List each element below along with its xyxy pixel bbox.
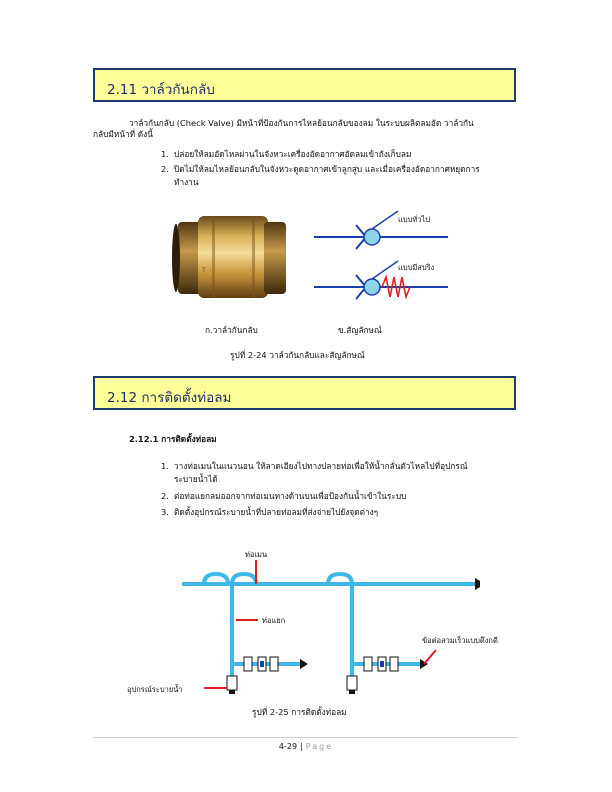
list-number: 1. [161, 149, 169, 159]
page-word: Page [305, 742, 334, 751]
section-title: 2.11 วาล์วกันกลับ [107, 82, 215, 98]
page-footer: 4-29|Page [0, 742, 612, 751]
figure-caption-2-24: รูปที่ 2-24 วาล์วกันกลับและสัญลักษณ์ [230, 350, 365, 360]
check-valve-photo: T [172, 216, 286, 298]
label-branch-pipe: ท่อแยก [262, 616, 286, 625]
footer-separator: | [300, 742, 303, 751]
label-drain: อุปกรณ์ระบายน้ำ [127, 685, 183, 694]
page-number: 4-29 [278, 742, 298, 751]
piping-diagram [182, 560, 480, 694]
section-title: 2.12 การติดตั้งท่อลม [107, 390, 232, 406]
pointer-lines [204, 560, 437, 689]
drain-right [346, 675, 358, 694]
list-item-text-continued: ทำงาน [174, 177, 199, 187]
footer-divider [93, 737, 518, 738]
symbol-general [314, 210, 448, 250]
pipe-installation-list: 1. วางท่อเมนในแนวนอน ให้ลาดเอียงไปทางปลา… [161, 460, 521, 530]
list-number: 2. [161, 164, 169, 174]
check-valve-symbols [314, 210, 448, 300]
intro-paragraph-line-1: วาล์วกันกลับ (Check Valve) มีหน้าที่ป้อง… [129, 118, 474, 128]
label-main-pipe: ท่อเมน [245, 550, 268, 559]
symbol-label-general: แบบทั่วไป [398, 215, 431, 224]
list-item-text-continued: ระบายน้ำได้ [174, 474, 218, 484]
list-number: 2. [161, 491, 169, 501]
list-item-text: ติดตั้งอุปกรณ์ระบายน้ำที่ปลายท่อลมที่ส่ง… [174, 507, 379, 517]
figure-caption-2-25: รูปที่ 2-25 การติดตั้งท่อลม [252, 707, 347, 717]
svg-text:T: T [201, 267, 206, 274]
subheading-2-12-1: 2.12.1 การติดตั้งท่อลม [129, 434, 217, 444]
caption-a: ก.วาล์วกันกลับ [205, 325, 258, 335]
list-item-text: ปล่อยให้ลมอัดไหลผ่านในจังหวะเครื่องอัดอา… [174, 149, 412, 159]
list-number: 3. [161, 507, 169, 517]
branch-pipe-left [202, 571, 308, 676]
symbol-label-spring: แบบมีสปริง [398, 263, 435, 272]
check-valve-duty-list: 1. ปล่อยให้ลมอัดไหลผ่านในจังหวะเครื่องอั… [161, 148, 521, 198]
label-coupling: ข้อต่อสวมเร็วแบบดึงกดี [422, 636, 498, 645]
list-number: 1. [161, 461, 169, 471]
list-item-text: วางท่อเมนในแนวนอน ให้ลาดเอียงไปทางปลายท่… [174, 461, 468, 471]
drain-left [226, 675, 238, 694]
intro-paragraph-line-2: กลับมีหน้าที่ ดังนี้ [93, 129, 153, 139]
symbol-spring [314, 260, 448, 300]
list-item-text: ต่อท่อแยกลมออกจากท่อเมนทางด้านบนเพื่อป้อ… [174, 491, 407, 501]
section-header-2-11: 2.11 วาล์วกันกลับ [93, 68, 516, 102]
section-header-2-12: 2.12 การติดตั้งท่อลม [93, 376, 516, 410]
spring-icon [381, 274, 411, 300]
coupling-right [363, 656, 399, 672]
list-item-text: ปิดไม่ให้ลมไหลย้อนกลับในจังหวะดูดอากาศเข… [174, 164, 480, 174]
caption-b: ข.สัญลักษณ์ [338, 325, 382, 335]
coupling-left [243, 656, 279, 672]
